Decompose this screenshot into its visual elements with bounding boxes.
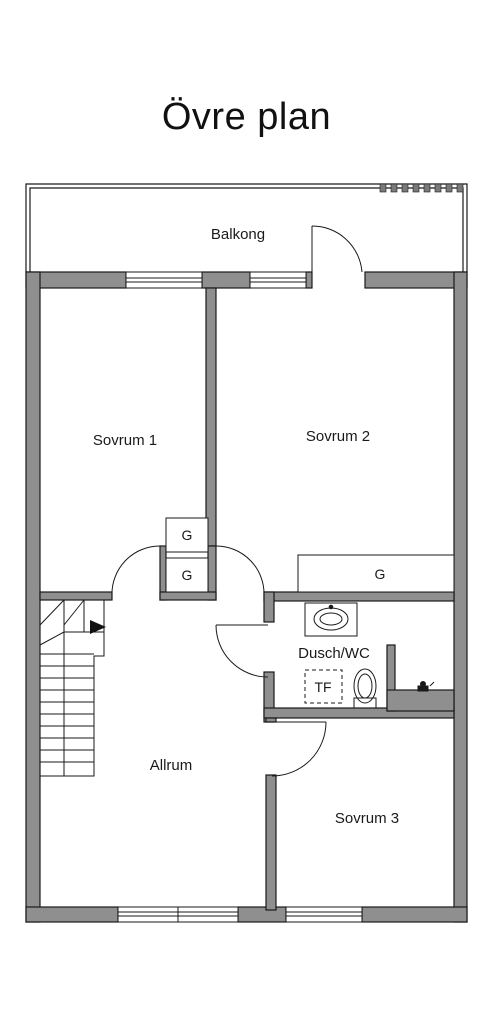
window-sovrum3 (285, 906, 363, 923)
wall-wardrobe-bottom (159, 591, 217, 601)
balcony-railing-posts (379, 183, 464, 193)
door-sovrum1 (111, 545, 161, 597)
wall-top-2 (201, 271, 251, 289)
wall-s1-s2 (205, 287, 217, 547)
wall-bath-left-a (263, 591, 275, 623)
wardrobe-upper (165, 517, 209, 553)
wardrobe-lower (165, 557, 209, 593)
label-sovrum2: Sovrum 2 (306, 428, 370, 445)
wall-top-1 (25, 271, 127, 289)
window-sovrum1 (125, 271, 203, 289)
wall-right (453, 271, 468, 923)
door-sovrum2 (215, 545, 265, 597)
door-balcony (311, 225, 363, 273)
wall-s3-left-b (265, 774, 277, 911)
label-sovrum3: Sovrum 3 (335, 810, 399, 827)
door-sovrum3 (271, 721, 327, 777)
wall-s1-bottom-a (39, 591, 113, 601)
stair-direction-arrow (90, 620, 106, 634)
sink (304, 602, 358, 637)
windows (117, 271, 363, 923)
wall-bottom-1 (25, 906, 119, 923)
wall-top-3 (305, 271, 313, 289)
balcony (25, 183, 468, 272)
label-wardrobe-upper: G (182, 527, 193, 543)
wall-shaft-bottom (386, 689, 455, 712)
label-balkong: Balkong (211, 226, 265, 243)
wall-bottom-2 (237, 906, 287, 923)
label-wardrobe-sovrum2: G (375, 566, 386, 582)
wardrobes (165, 517, 455, 593)
label-laundry: TF (314, 679, 331, 695)
plan-title: Övre plan (161, 96, 332, 138)
label-wardrobe-lower: G (182, 567, 193, 583)
staircase (39, 599, 105, 777)
wall-top-4 (364, 271, 468, 289)
wall-bottom-3 (361, 906, 468, 923)
walls (25, 271, 468, 923)
wardrobe-sovrum2 (297, 554, 455, 593)
window-sovrum2 (249, 271, 307, 289)
doors (111, 225, 363, 777)
label-dusch-wc: Dusch/WC (298, 645, 370, 662)
window-allrum (117, 906, 239, 923)
toilet (353, 668, 377, 709)
label-allrum: Allrum (150, 757, 193, 774)
door-dusch (215, 624, 269, 678)
label-sovrum1: Sovrum 1 (93, 432, 157, 449)
wall-left (25, 271, 41, 923)
wall-s3-left-a (265, 717, 277, 723)
wall-s2-bottom (263, 591, 455, 602)
tap (417, 681, 435, 692)
